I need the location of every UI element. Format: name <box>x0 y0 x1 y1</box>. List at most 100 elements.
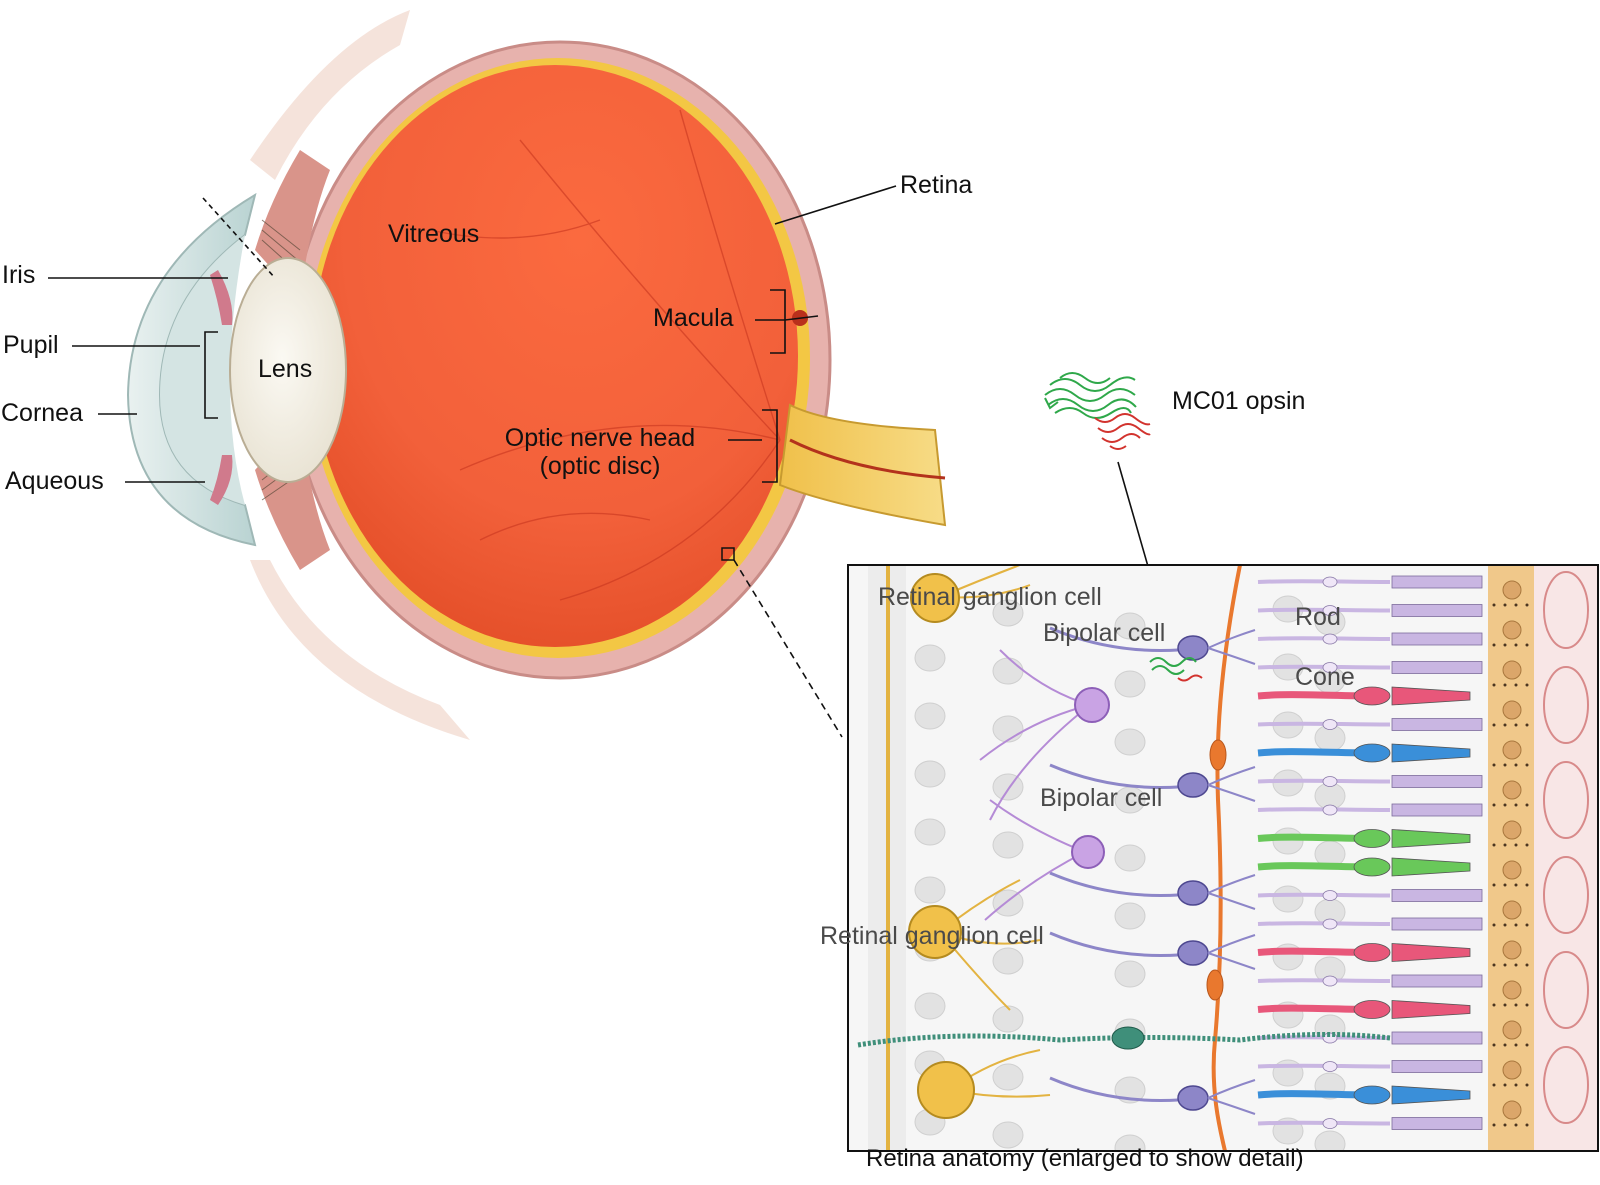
ganglion-cell-bottom <box>917 1061 975 1119</box>
choroid-vessel <box>1543 666 1589 744</box>
pigment-granule <box>1503 963 1507 967</box>
bipolar-terminal <box>1207 874 1256 910</box>
rod-outer-segment <box>1391 661 1483 674</box>
iris-lower <box>210 455 233 505</box>
pigment-granule <box>1503 643 1507 647</box>
opsin-label: MC01 opsin <box>1172 387 1306 415</box>
retina-panel <box>847 564 1599 1152</box>
pigment-granule <box>1525 723 1529 727</box>
rpe-cell <box>1502 1020 1522 1040</box>
background-nucleus <box>992 715 1024 743</box>
cornea-label: Cornea <box>1 399 83 427</box>
rod-outer-segment <box>1391 575 1483 589</box>
bipolar-terminal <box>1207 766 1256 802</box>
background-nuclei <box>914 586 1346 1151</box>
amacrine-cells <box>979 649 1091 921</box>
amacrine-cell <box>1074 687 1110 723</box>
background-nucleus <box>1272 769 1304 797</box>
rod-axon <box>1257 807 1391 812</box>
pigment-granule <box>1503 603 1507 607</box>
rod-axon <box>1257 978 1391 983</box>
background-nucleus <box>992 1121 1024 1149</box>
cone-nucleus <box>1353 829 1391 848</box>
pigment-granule <box>1492 843 1496 847</box>
background-nucleus <box>992 773 1024 801</box>
pigment-granule <box>1514 1003 1518 1007</box>
cone-nucleus <box>1353 857 1391 877</box>
amacrine-cell-2 <box>1071 835 1105 869</box>
pigment-granule <box>1525 1003 1529 1007</box>
rod-axon <box>1257 921 1391 926</box>
bipolar-cell-body <box>1177 635 1209 661</box>
background-nucleus <box>1272 827 1304 855</box>
pigment-granule <box>1514 643 1518 647</box>
aqueous-label: Aqueous <box>5 467 104 495</box>
pigment-granule <box>1525 683 1529 687</box>
rod-axon <box>1257 636 1391 641</box>
rpe-cell <box>1502 980 1522 1000</box>
pigment-granule <box>1514 1043 1518 1047</box>
pigment-granule <box>1492 803 1496 807</box>
rod-label: Rod <box>1295 603 1341 631</box>
pigment-granule <box>1525 923 1529 927</box>
pigment-granule <box>1514 763 1518 767</box>
choroid-vessel <box>1543 856 1589 934</box>
pigment-granule <box>1514 843 1518 847</box>
background-nucleus <box>1272 885 1304 913</box>
rpe-cell <box>1502 660 1522 680</box>
pigment-granule <box>1503 723 1507 727</box>
pigment-granule <box>1525 643 1529 647</box>
rod-axon <box>1257 607 1391 613</box>
cone-nucleus <box>1353 686 1391 706</box>
pigment-granule <box>1514 1083 1518 1087</box>
pigment-granule <box>1492 1043 1496 1047</box>
pigment-granule <box>1492 923 1496 927</box>
rod-axon <box>1257 664 1391 670</box>
rpe-cell <box>1502 700 1522 720</box>
pigment-granule <box>1492 1123 1496 1127</box>
cone-outer-segment <box>1391 743 1471 763</box>
bipolar-cell-body <box>1177 940 1209 966</box>
background-nucleus <box>1114 612 1146 640</box>
retina-inset-marker <box>721 547 735 561</box>
rod-outer-segment <box>1391 1117 1483 1130</box>
background-nucleus <box>1314 1130 1346 1151</box>
rod-outer-segment <box>1391 604 1483 617</box>
muller-nucleus <box>1209 739 1227 771</box>
orbit-tissue-bottom <box>250 560 470 740</box>
opsin-red-domain <box>1094 413 1151 450</box>
cone-label: Cone <box>1295 663 1355 691</box>
pigment-granule <box>1492 643 1496 647</box>
rod-axon <box>1257 579 1391 584</box>
rpe-cell <box>1502 740 1522 760</box>
pigment-granule <box>1514 603 1518 607</box>
rod-nucleus <box>1322 662 1338 673</box>
rod-axon <box>1257 721 1391 727</box>
optic-nerve-head-line1: Optic nerve head <box>504 424 696 452</box>
pigment-granule <box>1525 1123 1529 1127</box>
rod-outer-segment <box>1391 718 1483 731</box>
pigment-granule <box>1492 1003 1496 1007</box>
rod-axon <box>1257 892 1391 898</box>
pigment-granule <box>1503 1083 1507 1087</box>
pigment-granule <box>1503 803 1507 807</box>
cone-nucleus <box>1353 943 1391 962</box>
background-nucleus <box>914 702 946 730</box>
bipolar-top-label: Bipolar cell <box>1043 619 1166 647</box>
lens <box>229 257 347 483</box>
cone-outer-segment <box>1391 1085 1471 1105</box>
cone-outer-segment <box>1391 857 1471 877</box>
retina-label: Retina <box>900 171 973 199</box>
iris-label: Iris <box>2 261 36 289</box>
background-nucleus <box>1114 844 1146 872</box>
iris <box>210 270 233 325</box>
retina-panel-caption: Retina anatomy (enlarged to show detail) <box>866 1145 1304 1172</box>
pigment-granule <box>1492 723 1496 727</box>
rod-nucleus <box>1322 633 1338 645</box>
rod-outer-segment <box>1391 974 1483 988</box>
rpe-cell <box>1502 580 1522 600</box>
choroid-vessels <box>1543 571 1589 1124</box>
horizontal-cell <box>1111 1026 1145 1050</box>
background-nucleus <box>1114 670 1146 698</box>
vitreous-label: Vitreous <box>388 220 480 248</box>
